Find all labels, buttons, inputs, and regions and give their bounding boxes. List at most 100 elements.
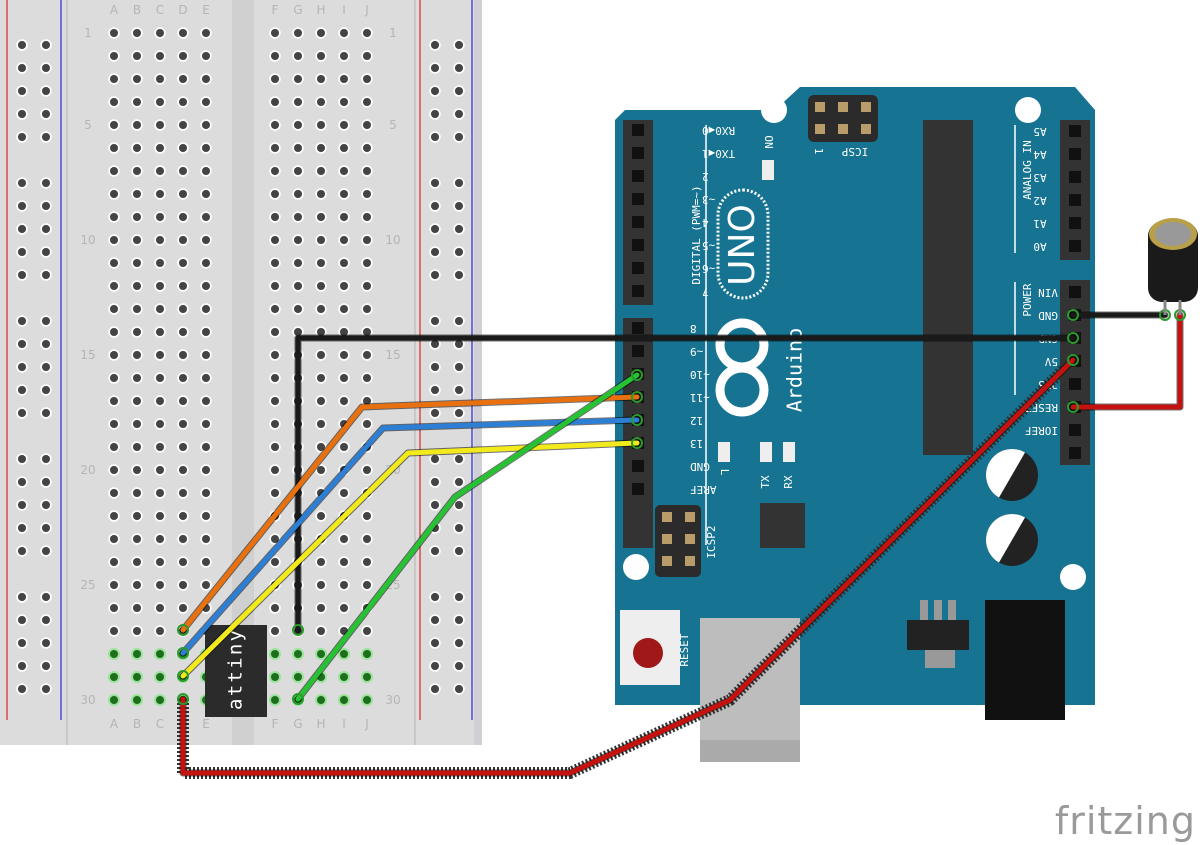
breadboard-hole[interactable]: [340, 604, 348, 612]
rail-hole[interactable]: [431, 317, 439, 325]
breadboard-hole[interactable]: [179, 604, 187, 612]
power-pin[interactable]: [1069, 378, 1081, 390]
breadboard-hole[interactable]: [179, 259, 187, 267]
breadboard-hole[interactable]: [156, 236, 164, 244]
rail-hole[interactable]: [42, 547, 50, 555]
breadboard-hole[interactable]: [156, 466, 164, 474]
breadboard-hole[interactable]: [294, 190, 302, 198]
breadboard-hole[interactable]: [110, 305, 118, 313]
rail-hole[interactable]: [431, 340, 439, 348]
breadboard-hole[interactable]: [110, 604, 118, 612]
rail-hole[interactable]: [18, 363, 26, 371]
breadboard-hole[interactable]: [294, 259, 302, 267]
breadboard-hole[interactable]: [202, 535, 210, 543]
breadboard-hole[interactable]: [271, 190, 279, 198]
breadboard-hole[interactable]: [340, 696, 348, 704]
rail-hole[interactable]: [42, 593, 50, 601]
rail-hole[interactable]: [431, 179, 439, 187]
rail-hole[interactable]: [18, 547, 26, 555]
breadboard-hole[interactable]: [317, 305, 325, 313]
breadboard-hole[interactable]: [110, 75, 118, 83]
breadboard-hole[interactable]: [271, 75, 279, 83]
wire-end[interactable]: [631, 414, 643, 426]
rail-hole[interactable]: [455, 110, 463, 118]
analog-pin[interactable]: [1069, 217, 1081, 229]
breadboard-hole[interactable]: [110, 121, 118, 129]
breadboard-hole[interactable]: [133, 443, 141, 451]
breadboard-hole[interactable]: [133, 374, 141, 382]
breadboard-hole[interactable]: [202, 236, 210, 244]
rail-hole[interactable]: [431, 271, 439, 279]
breadboard-hole[interactable]: [294, 167, 302, 175]
breadboard-hole[interactable]: [340, 167, 348, 175]
breadboard-hole[interactable]: [202, 558, 210, 566]
breadboard-hole[interactable]: [179, 213, 187, 221]
breadboard-hole[interactable]: [156, 328, 164, 336]
breadboard-hole[interactable]: [202, 443, 210, 451]
rail-hole[interactable]: [455, 340, 463, 348]
rail-hole[interactable]: [42, 179, 50, 187]
breadboard-hole[interactable]: [156, 190, 164, 198]
breadboard-hole[interactable]: [363, 190, 371, 198]
breadboard-hole[interactable]: [317, 420, 325, 428]
breadboard-hole[interactable]: [156, 604, 164, 612]
breadboard-hole[interactable]: [294, 75, 302, 83]
breadboard-hole[interactable]: [202, 420, 210, 428]
rail-hole[interactable]: [431, 41, 439, 49]
breadboard-hole[interactable]: [294, 29, 302, 37]
breadboard-hole[interactable]: [340, 374, 348, 382]
breadboard-hole[interactable]: [133, 98, 141, 106]
breadboard-hole[interactable]: [110, 98, 118, 106]
breadboard-hole[interactable]: [202, 466, 210, 474]
breadboard-hole[interactable]: [202, 397, 210, 405]
breadboard-hole[interactable]: [340, 236, 348, 244]
power-pin[interactable]: [1069, 447, 1081, 459]
breadboard-hole[interactable]: [340, 558, 348, 566]
wire-end[interactable]: [1067, 401, 1079, 413]
breadboard-hole[interactable]: [202, 144, 210, 152]
rail-hole[interactable]: [42, 225, 50, 233]
breadboard-hole[interactable]: [133, 236, 141, 244]
breadboard-hole[interactable]: [156, 29, 164, 37]
breadboard-hole[interactable]: [363, 144, 371, 152]
rail-hole[interactable]: [431, 616, 439, 624]
breadboard-hole[interactable]: [271, 213, 279, 221]
rail-hole[interactable]: [455, 133, 463, 141]
wire-black-gnd[interactable]: [292, 332, 1079, 636]
breadboard-hole[interactable]: [156, 374, 164, 382]
rail-hole[interactable]: [42, 639, 50, 647]
breadboard-hole[interactable]: [271, 627, 279, 635]
rail-hole[interactable]: [455, 409, 463, 417]
breadboard-hole[interactable]: [156, 397, 164, 405]
breadboard-hole[interactable]: [133, 328, 141, 336]
breadboard-hole[interactable]: [363, 466, 371, 474]
wire-end[interactable]: [631, 391, 643, 403]
breadboard-hole[interactable]: [110, 627, 118, 635]
rail-hole[interactable]: [455, 662, 463, 670]
rail-hole[interactable]: [42, 386, 50, 394]
breadboard-hole[interactable]: [156, 282, 164, 290]
wire-yellow[interactable]: [177, 437, 643, 682]
breadboard-hole[interactable]: [363, 581, 371, 589]
breadboard-hole[interactable]: [110, 650, 118, 658]
wire-end[interactable]: [177, 670, 189, 682]
breadboard-hole[interactable]: [156, 98, 164, 106]
breadboard-hole[interactable]: [179, 512, 187, 520]
breadboard-hole[interactable]: [317, 282, 325, 290]
rail-hole[interactable]: [455, 202, 463, 210]
breadboard-hole[interactable]: [110, 236, 118, 244]
breadboard-hole[interactable]: [294, 650, 302, 658]
rail-hole[interactable]: [455, 87, 463, 95]
breadboard-hole[interactable]: [156, 581, 164, 589]
breadboard-hole[interactable]: [294, 236, 302, 244]
rail-hole[interactable]: [18, 616, 26, 624]
breadboard-hole[interactable]: [110, 213, 118, 221]
breadboard-hole[interactable]: [179, 282, 187, 290]
breadboard-hole[interactable]: [271, 420, 279, 428]
breadboard-hole[interactable]: [363, 121, 371, 129]
rail-hole[interactable]: [455, 41, 463, 49]
rail-hole[interactable]: [18, 225, 26, 233]
analog-pin[interactable]: [1069, 125, 1081, 137]
rail-hole[interactable]: [431, 202, 439, 210]
digital-pin[interactable]: [632, 460, 644, 472]
